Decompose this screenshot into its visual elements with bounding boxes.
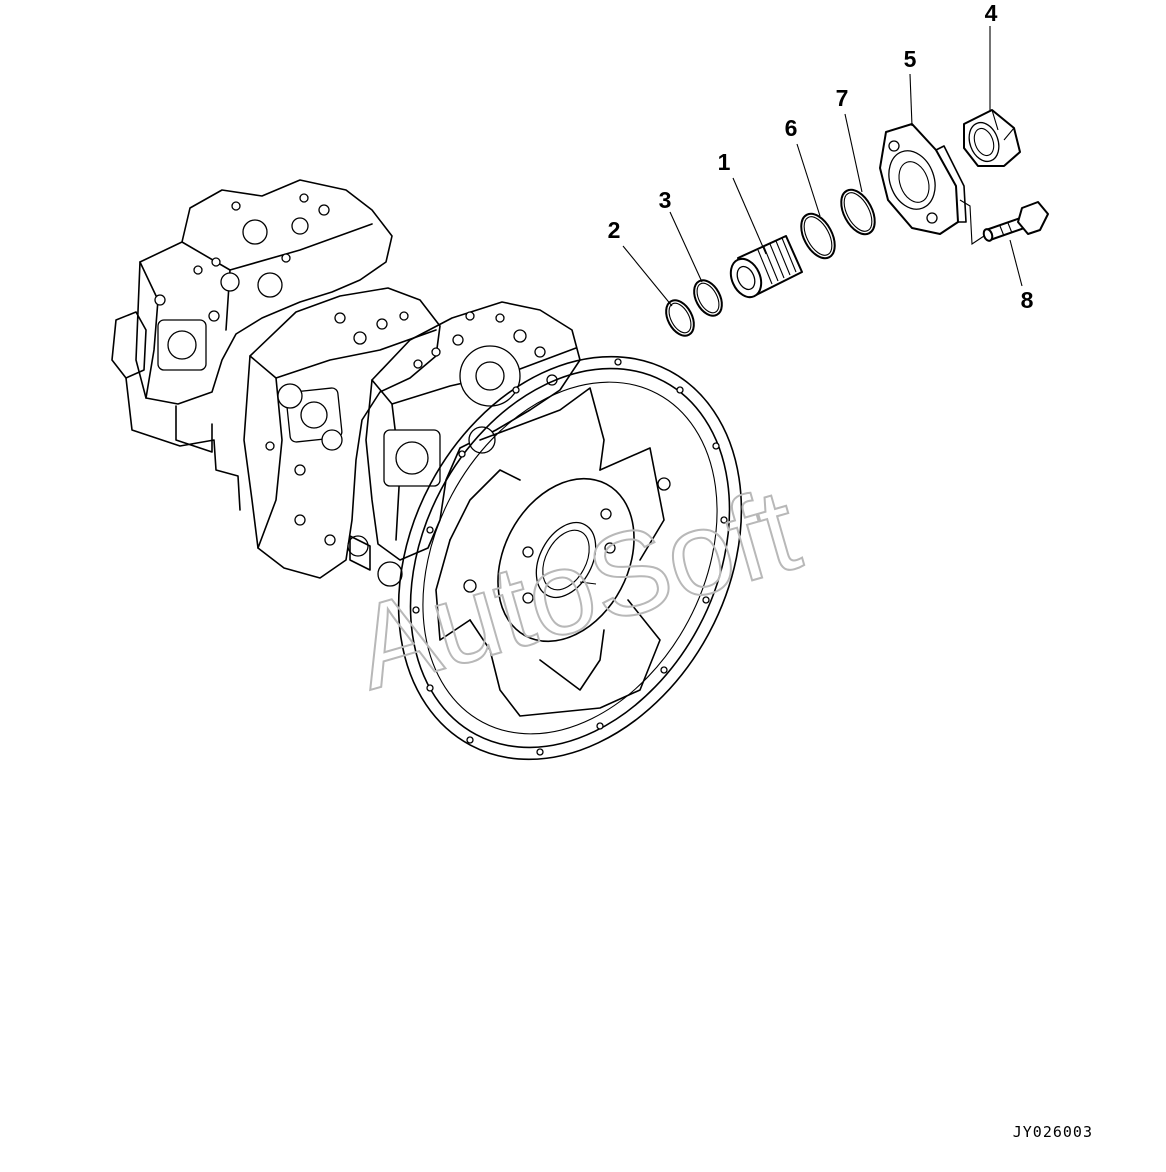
o-ring-part-3 bbox=[693, 279, 723, 317]
flange-part-5 bbox=[879, 123, 967, 235]
o-ring-part-6 bbox=[800, 212, 836, 260]
exploded-parts bbox=[665, 109, 1049, 337]
sleeve-part-1 bbox=[729, 235, 803, 299]
callout-1: 1 bbox=[718, 149, 731, 175]
nut-part-4 bbox=[963, 109, 1021, 167]
callout-8: 8 bbox=[1021, 287, 1034, 313]
callout-3: 3 bbox=[659, 187, 672, 213]
flange-bolt-holes bbox=[412, 358, 728, 756]
bolt-part-8 bbox=[982, 201, 1049, 242]
callout-numbers: 1 2 3 4 5 6 7 8 bbox=[608, 0, 1034, 313]
callout-5: 5 bbox=[904, 46, 917, 72]
callout-2: 2 bbox=[608, 217, 621, 243]
callout-4: 4 bbox=[985, 0, 998, 26]
watermark: AutoSoft bbox=[341, 463, 812, 715]
pump-assembly bbox=[111, 179, 743, 761]
callout-6: 6 bbox=[785, 115, 798, 141]
callout-leaders bbox=[622, 26, 1023, 307]
o-ring-part-2 bbox=[665, 299, 695, 337]
drawing-code: JY026003 bbox=[1013, 1123, 1093, 1141]
callout-7: 7 bbox=[836, 85, 849, 111]
o-ring-part-7 bbox=[840, 188, 876, 236]
